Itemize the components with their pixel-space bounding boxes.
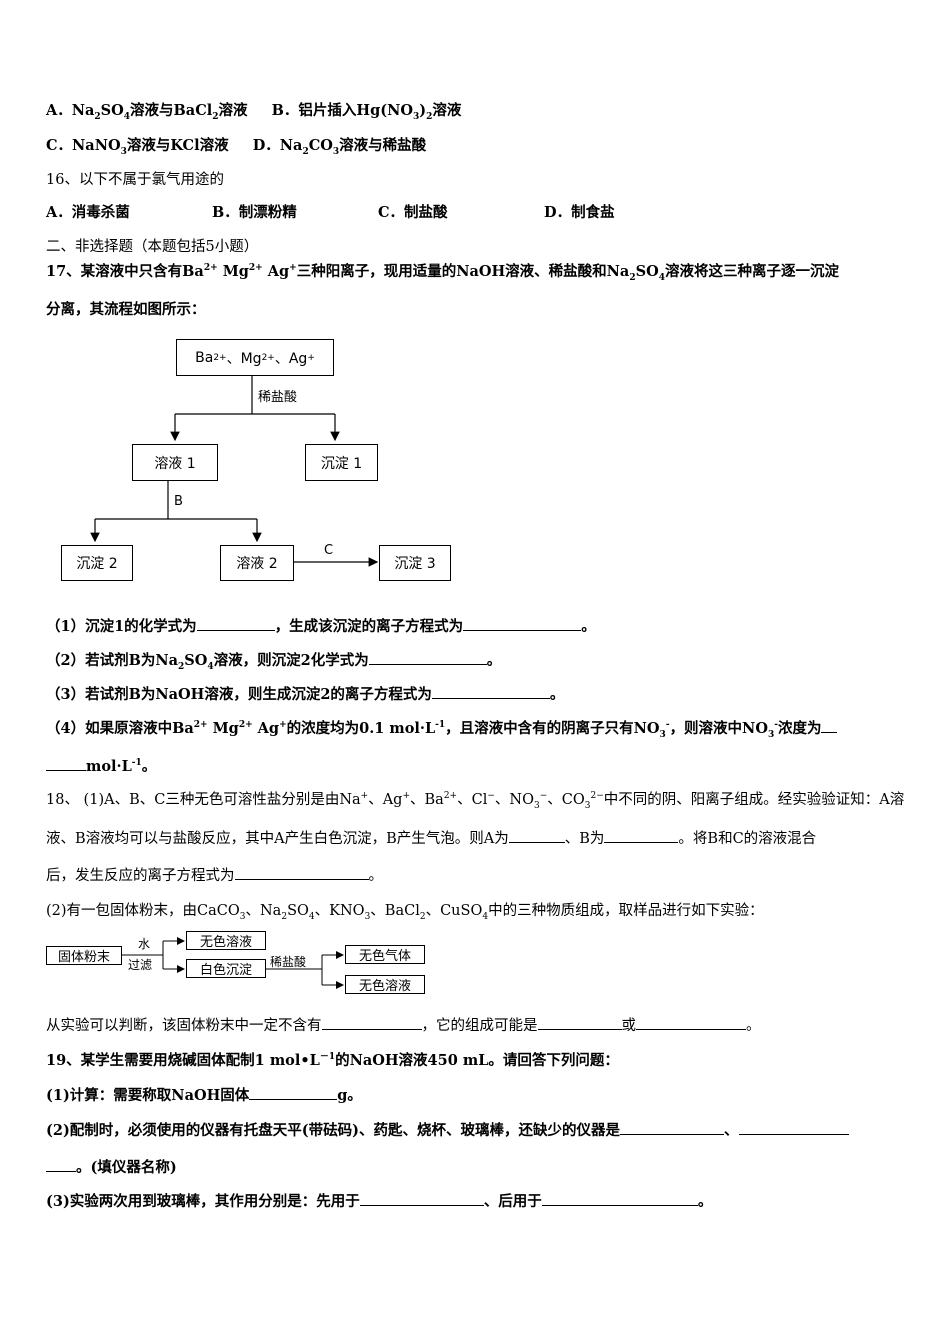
scheme-white-precipitate: 白色沉淀 bbox=[186, 959, 266, 978]
flow-solution-2: 溶液 2 bbox=[220, 545, 294, 581]
scheme-colorless-gas: 无色气体 bbox=[345, 945, 425, 964]
flow-reagent-hcl: 稀盐酸 bbox=[258, 390, 298, 405]
q17-part-3: （3）若试剂B为NaOH溶液，则生成沉淀2的离子方程式为。 bbox=[46, 684, 565, 703]
answer-blank[interactable] bbox=[46, 1157, 76, 1172]
q15-option-c: C．NaNO3溶液与KCl溶液 bbox=[46, 137, 229, 157]
scheme-hcl-label: 稀盐酸 bbox=[270, 955, 307, 969]
answer-blank[interactable] bbox=[541, 1191, 698, 1206]
answer-blank[interactable] bbox=[636, 1015, 746, 1030]
q16-stem: 16、以下不属于氯气用途的 bbox=[46, 172, 224, 188]
answer-blank[interactable] bbox=[508, 828, 565, 843]
answer-blank[interactable] bbox=[431, 684, 550, 699]
answer-blank[interactable] bbox=[463, 616, 582, 631]
q15-option-a: A．Na2SO4溶液与BaCl2溶液 bbox=[46, 102, 248, 122]
answer-blank[interactable] bbox=[359, 1191, 484, 1206]
scheme-solid-powder: 固体粉末 bbox=[46, 946, 122, 965]
q15-options-cd: C．NaNO3溶液与KCl溶液 D．Na2CO3溶液与稀盐酸 bbox=[46, 136, 426, 156]
answer-blank[interactable] bbox=[234, 865, 369, 880]
answer-blank[interactable] bbox=[821, 718, 838, 733]
q17-part-4-cont: mol·L-1。 bbox=[46, 756, 156, 777]
scheme-filter-label: 过滤 bbox=[128, 958, 153, 972]
answer-blank[interactable] bbox=[46, 756, 86, 771]
q18-line-5: 从实验可以判断，该固体粉末中一定不含有，它的组成可能是或。 bbox=[46, 1015, 761, 1036]
q18-line-4: (2)有一包固体粉末，由CaCO3、Na2SO4、KNO3、BaCl2、CuSO… bbox=[46, 903, 764, 922]
answer-blank[interactable] bbox=[738, 1120, 849, 1135]
q19-stem: 19、某学生需要用烧碱固体配制1 mol•L－1的NaOH溶液450 mL。请回… bbox=[46, 1052, 619, 1069]
q16-options: A．消毒杀菌 B．制漂粉精 C．制盐酸 D．制食盐 bbox=[46, 203, 615, 223]
q16-option-b: B．制漂粉精 bbox=[212, 204, 297, 221]
flow-reagent-b: B bbox=[174, 494, 183, 509]
scheme-colorless-solution-2: 无色溶液 bbox=[345, 975, 425, 994]
answer-blank[interactable] bbox=[537, 1015, 622, 1030]
q17-part-1: （1）沉淀1的化学式为，生成该沉淀的离子方程式为。 bbox=[46, 616, 596, 635]
q18-line-1: 18、 (1)A、B、C三种无色可溶性盐分别是由Na+、Ag+、Ba2+、Cl−… bbox=[46, 791, 905, 811]
q18-line-2: 液、B溶液均可以与盐酸反应，其中A产生白色沉淀，B产生气泡。则A为、B为。将B和… bbox=[46, 828, 816, 849]
q16-option-d: D．制食盐 bbox=[544, 204, 615, 221]
q19-part-2-cont: 。(填仪器名称) bbox=[46, 1157, 177, 1178]
q16-option-c: C．制盐酸 bbox=[378, 204, 448, 221]
q17-stem-2: 分离，其流程如图所示： bbox=[46, 301, 206, 318]
q19-part-3: (3)实验两次用到玻璃棒，其作用分别是：先用于、后用于。 bbox=[46, 1191, 713, 1210]
flow-solution-1: 溶液 1 bbox=[132, 444, 218, 481]
flow-precipitate-2: 沉淀 2 bbox=[61, 545, 133, 581]
flow-precipitate-1: 沉淀 1 bbox=[305, 444, 378, 481]
flow-precipitate-3: 沉淀 3 bbox=[379, 545, 451, 581]
section-heading: 二、非选择题（本题包括5小题） bbox=[46, 239, 259, 255]
q15-option-d: D．Na2CO3溶液与稀盐酸 bbox=[252, 137, 427, 157]
scheme-water-label: 水 bbox=[138, 937, 151, 951]
q15-options-ab: A．Na2SO4溶液与BaCl2溶液 B．铝片插入Hg(NO3)2溶液 bbox=[46, 101, 461, 121]
q15-option-b: B．铝片插入Hg(NO3)2溶液 bbox=[271, 102, 462, 122]
q18-line-3: 后，发生反应的离子方程式为。 bbox=[46, 865, 383, 886]
q19-part-2: (2)配制时，必须使用的仪器有托盘天平(带砝码)、药匙、烧杯、玻璃棒，还缺少的仪… bbox=[46, 1120, 849, 1141]
q17-part-2: （2）若试剂B为Na2SO4溶液，则沉淀2化学式为。 bbox=[46, 650, 502, 672]
scheme-colorless-solution: 无色溶液 bbox=[186, 931, 266, 950]
answer-blank[interactable] bbox=[604, 828, 679, 843]
answer-blank[interactable] bbox=[196, 616, 275, 631]
flow-reagent-c: C bbox=[324, 543, 334, 558]
answer-blank[interactable] bbox=[249, 1085, 338, 1100]
q17-part-4: （4）如果原溶液中Ba2+ Mg2+ Ag+的浓度均为0.1 mol·L-1，且… bbox=[46, 718, 838, 739]
answer-blank[interactable] bbox=[321, 1015, 422, 1030]
q17-stem: 17、某溶液中只含有Ba2+ Mg2+ Ag+三种阳离子，现用适量的NaOH溶液… bbox=[46, 263, 839, 283]
q16-option-a: A．消毒杀菌 bbox=[46, 204, 130, 221]
answer-blank[interactable] bbox=[368, 650, 487, 665]
answer-blank[interactable] bbox=[620, 1120, 725, 1135]
